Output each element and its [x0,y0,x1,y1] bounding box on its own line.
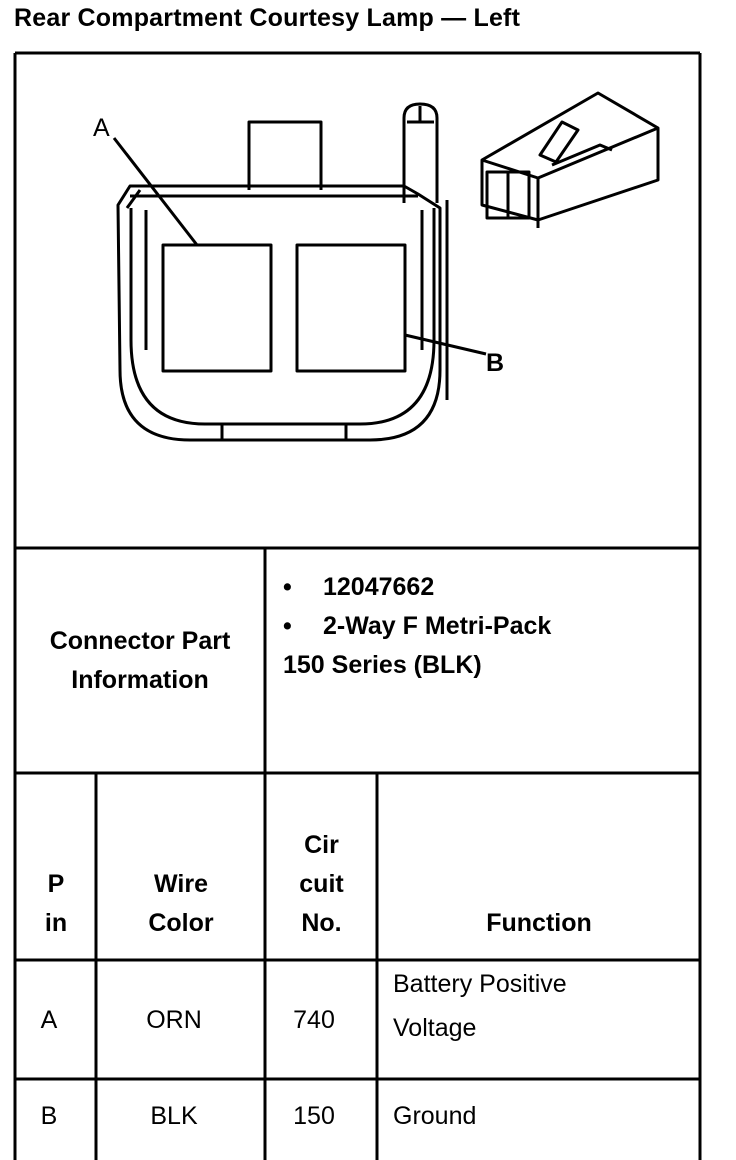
row-a-function-line2: Voltage [393,1014,477,1042]
connector-part-info: • 12047662 • 2-Way F Metri-Pack 150 Series… [283,568,551,685]
part-number: 12047662 [323,573,435,601]
page-title: Rear Compartment Courtesy Lamp — Left [14,4,521,32]
header-circuit-line1: Cir [304,831,339,859]
row-a-circuit: 740 [293,1005,335,1034]
header-wire-line2: Color [148,909,214,937]
row-a-function: Battery Positive Voltage [393,962,693,1078]
header-circuit-line2: cuit [299,870,344,898]
header-pin-line2: in [44,909,68,937]
header-pin-line1: P [47,870,65,898]
header-wire-color: Wire Color [98,865,264,943]
row-b-function: Ground [393,1101,477,1130]
row-a-wire-color: ORN [146,1005,202,1034]
row-b-pin: B [40,1101,58,1130]
header-circuit-line3: No. [301,909,342,937]
row-a-function-line1: Battery Positive [393,970,567,998]
row-a-pin: A [40,1005,58,1034]
connector-description: 2-Way F Metri-Pack [323,612,552,640]
connector-info-label-line2: Information [71,665,209,694]
connector-diagram: A B [93,91,660,442]
header-function: Function [486,909,592,937]
header-wire-line1: Wire [154,870,208,898]
connector-info-label: Connector Part Information [17,550,263,771]
bullet-icon: • [283,612,292,640]
header-pin: P in [17,865,95,943]
bullet-icon: • [283,573,292,601]
row-b-wire-color: BLK [150,1101,198,1130]
connector-info-label-line1: Connector Part [49,626,231,655]
connector-series: 150 Series (BLK) [283,651,482,679]
header-circuit-no: Cir cuit No. [267,826,376,943]
cavity-a-label: A [93,114,110,142]
row-b-circuit: 150 [293,1101,335,1130]
cavity-b-label: B [486,349,504,377]
